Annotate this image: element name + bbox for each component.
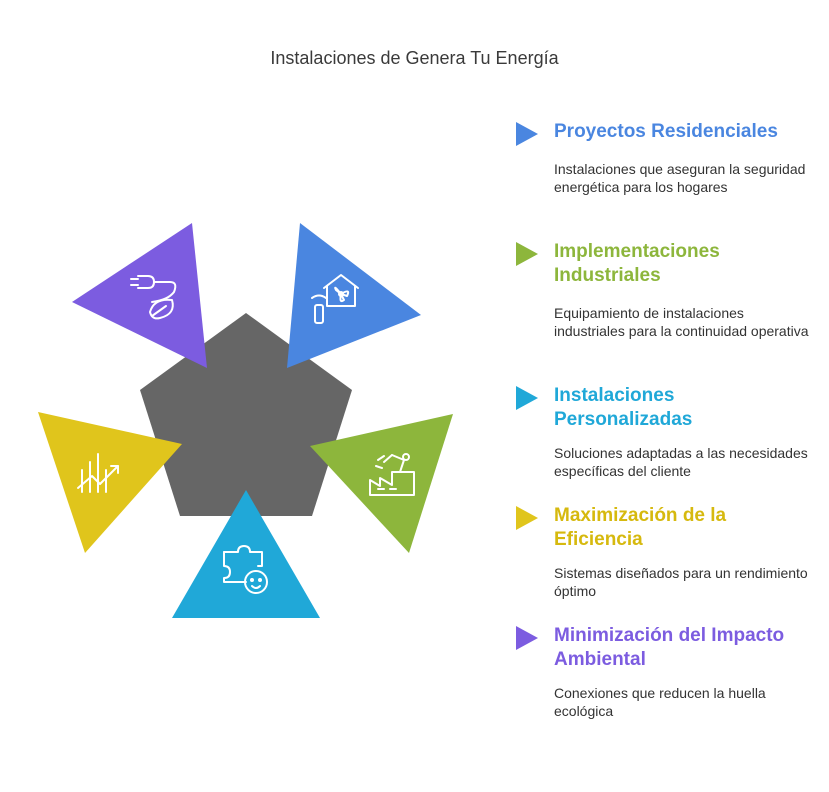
legend-marker-environmental: [516, 626, 538, 650]
legend-heading: Proyectos Residenciales: [554, 121, 778, 142]
segment-efficiency[interactable]: [38, 412, 182, 553]
growth-chart-icon: [77, 453, 119, 493]
legend-description: Equipamiento de instalaciones industrial…: [554, 305, 809, 339]
legend-heading: Instalaciones Personalizadas: [554, 385, 693, 430]
segment-residential[interactable]: [287, 223, 421, 368]
factory-robot-arm-icon: [369, 453, 415, 496]
legend-description: Sistemas diseñados para un rendimiento ó…: [554, 565, 808, 599]
page-title: Instalaciones de Genera Tu Energía: [270, 48, 559, 68]
segment-environmental[interactable]: [72, 223, 207, 368]
triangle-custom: [172, 490, 320, 618]
triangle-efficiency: [38, 412, 182, 553]
legend-description: Soluciones adaptadas a las necesidades e…: [554, 445, 808, 479]
legend-description: Instalaciones que aseguran la seguridad …: [554, 161, 806, 195]
center-pentagon: [140, 313, 352, 516]
segment-industrial[interactable]: [310, 414, 453, 553]
triangle-industrial: [310, 414, 453, 553]
legend-marker-custom: [516, 386, 538, 410]
segment-custom[interactable]: [172, 490, 320, 618]
legend-heading: Maximización de la Eficiencia: [554, 505, 727, 550]
legend-heading: Minimización del Impacto Ambiental: [554, 625, 785, 670]
legend-description: Conexiones que reducen la huella ecológi…: [554, 685, 766, 719]
legend-marker-residential: [516, 122, 538, 146]
legend-heading: Implementaciones Industriales: [554, 241, 720, 286]
plug-leaf-icon: [130, 275, 177, 320]
triangle-environmental: [72, 223, 207, 368]
puzzle-face-icon: [223, 545, 268, 594]
smart-home-icon: [311, 274, 359, 324]
legend-marker-industrial: [516, 242, 538, 266]
legend-marker-efficiency: [516, 506, 538, 530]
